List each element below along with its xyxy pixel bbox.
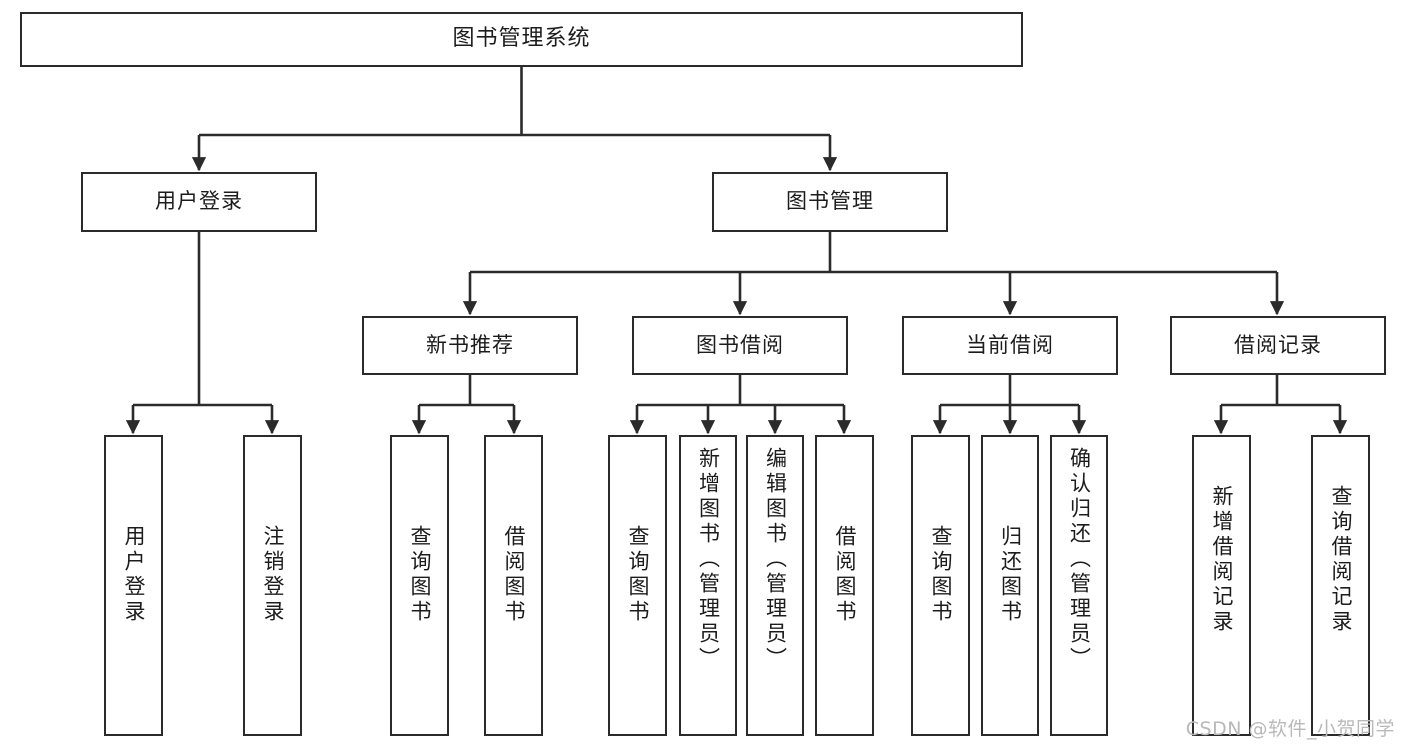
node-label: 用户登录 xyxy=(155,189,243,214)
leaf-user-login[interactable]: 用户登录 xyxy=(104,435,163,736)
node-book-borrow[interactable]: 图书借阅 xyxy=(632,316,848,375)
node-label: 查询图书 xyxy=(929,525,953,625)
node-label: 注销登录 xyxy=(261,525,285,625)
leaf-edit-book-admin[interactable]: 编辑图书（管理员） xyxy=(746,435,804,736)
leaf-return-book[interactable]: 归还图书 xyxy=(981,435,1039,736)
node-label: 借阅图书 xyxy=(833,525,857,625)
node-label: 借阅记录 xyxy=(1234,332,1322,357)
leaf-query-book-borrow[interactable]: 查询图书 xyxy=(608,435,667,736)
leaf-add-borrow-record[interactable]: 新增借阅记录 xyxy=(1192,435,1251,736)
node-user-login[interactable]: 用户登录 xyxy=(81,172,317,232)
leaf-borrow-book[interactable]: 借阅图书 xyxy=(815,435,874,736)
node-current-borrow[interactable]: 当前借阅 xyxy=(902,316,1118,375)
node-label: 当前借阅 xyxy=(966,332,1054,357)
leaf-logout[interactable]: 注销登录 xyxy=(243,435,302,736)
node-label: 新增图书（管理员） xyxy=(696,447,721,672)
node-label: 查询借阅记录 xyxy=(1329,485,1353,635)
node-label: 图书管理 xyxy=(786,189,874,214)
node-label: 新增借阅记录 xyxy=(1210,485,1234,635)
node-label: 查询图书 xyxy=(408,525,432,625)
leaf-query-book-recommend[interactable]: 查询图书 xyxy=(390,435,449,736)
leaf-add-book-admin[interactable]: 新增图书（管理员） xyxy=(679,435,737,736)
leaf-query-borrow-record[interactable]: 查询借阅记录 xyxy=(1311,435,1370,736)
watermark: CSDN @软件_小贺同学 xyxy=(1185,718,1395,740)
node-label: 用户登录 xyxy=(122,525,146,625)
node-label: 查询图书 xyxy=(626,525,650,625)
node-label: 编辑图书（管理员） xyxy=(763,447,788,672)
node-new-book-recommend[interactable]: 新书推荐 xyxy=(362,316,578,375)
node-label: 图书借阅 xyxy=(696,332,784,357)
leaf-query-book-current[interactable]: 查询图书 xyxy=(911,435,970,736)
node-label: 新书推荐 xyxy=(426,332,514,357)
node-label: 借阅图书 xyxy=(502,525,526,625)
node-label: 确认归还（管理员） xyxy=(1067,447,1092,672)
node-root-system[interactable]: 图书管理系统 xyxy=(20,12,1023,67)
leaf-confirm-return-admin[interactable]: 确认归还（管理员） xyxy=(1050,435,1108,736)
node-borrow-record[interactable]: 借阅记录 xyxy=(1170,316,1386,375)
node-label: 归还图书 xyxy=(998,525,1023,625)
node-label: 图书管理系统 xyxy=(452,26,591,52)
leaf-borrow-book-recommend[interactable]: 借阅图书 xyxy=(484,435,543,736)
node-book-management[interactable]: 图书管理 xyxy=(712,172,948,232)
